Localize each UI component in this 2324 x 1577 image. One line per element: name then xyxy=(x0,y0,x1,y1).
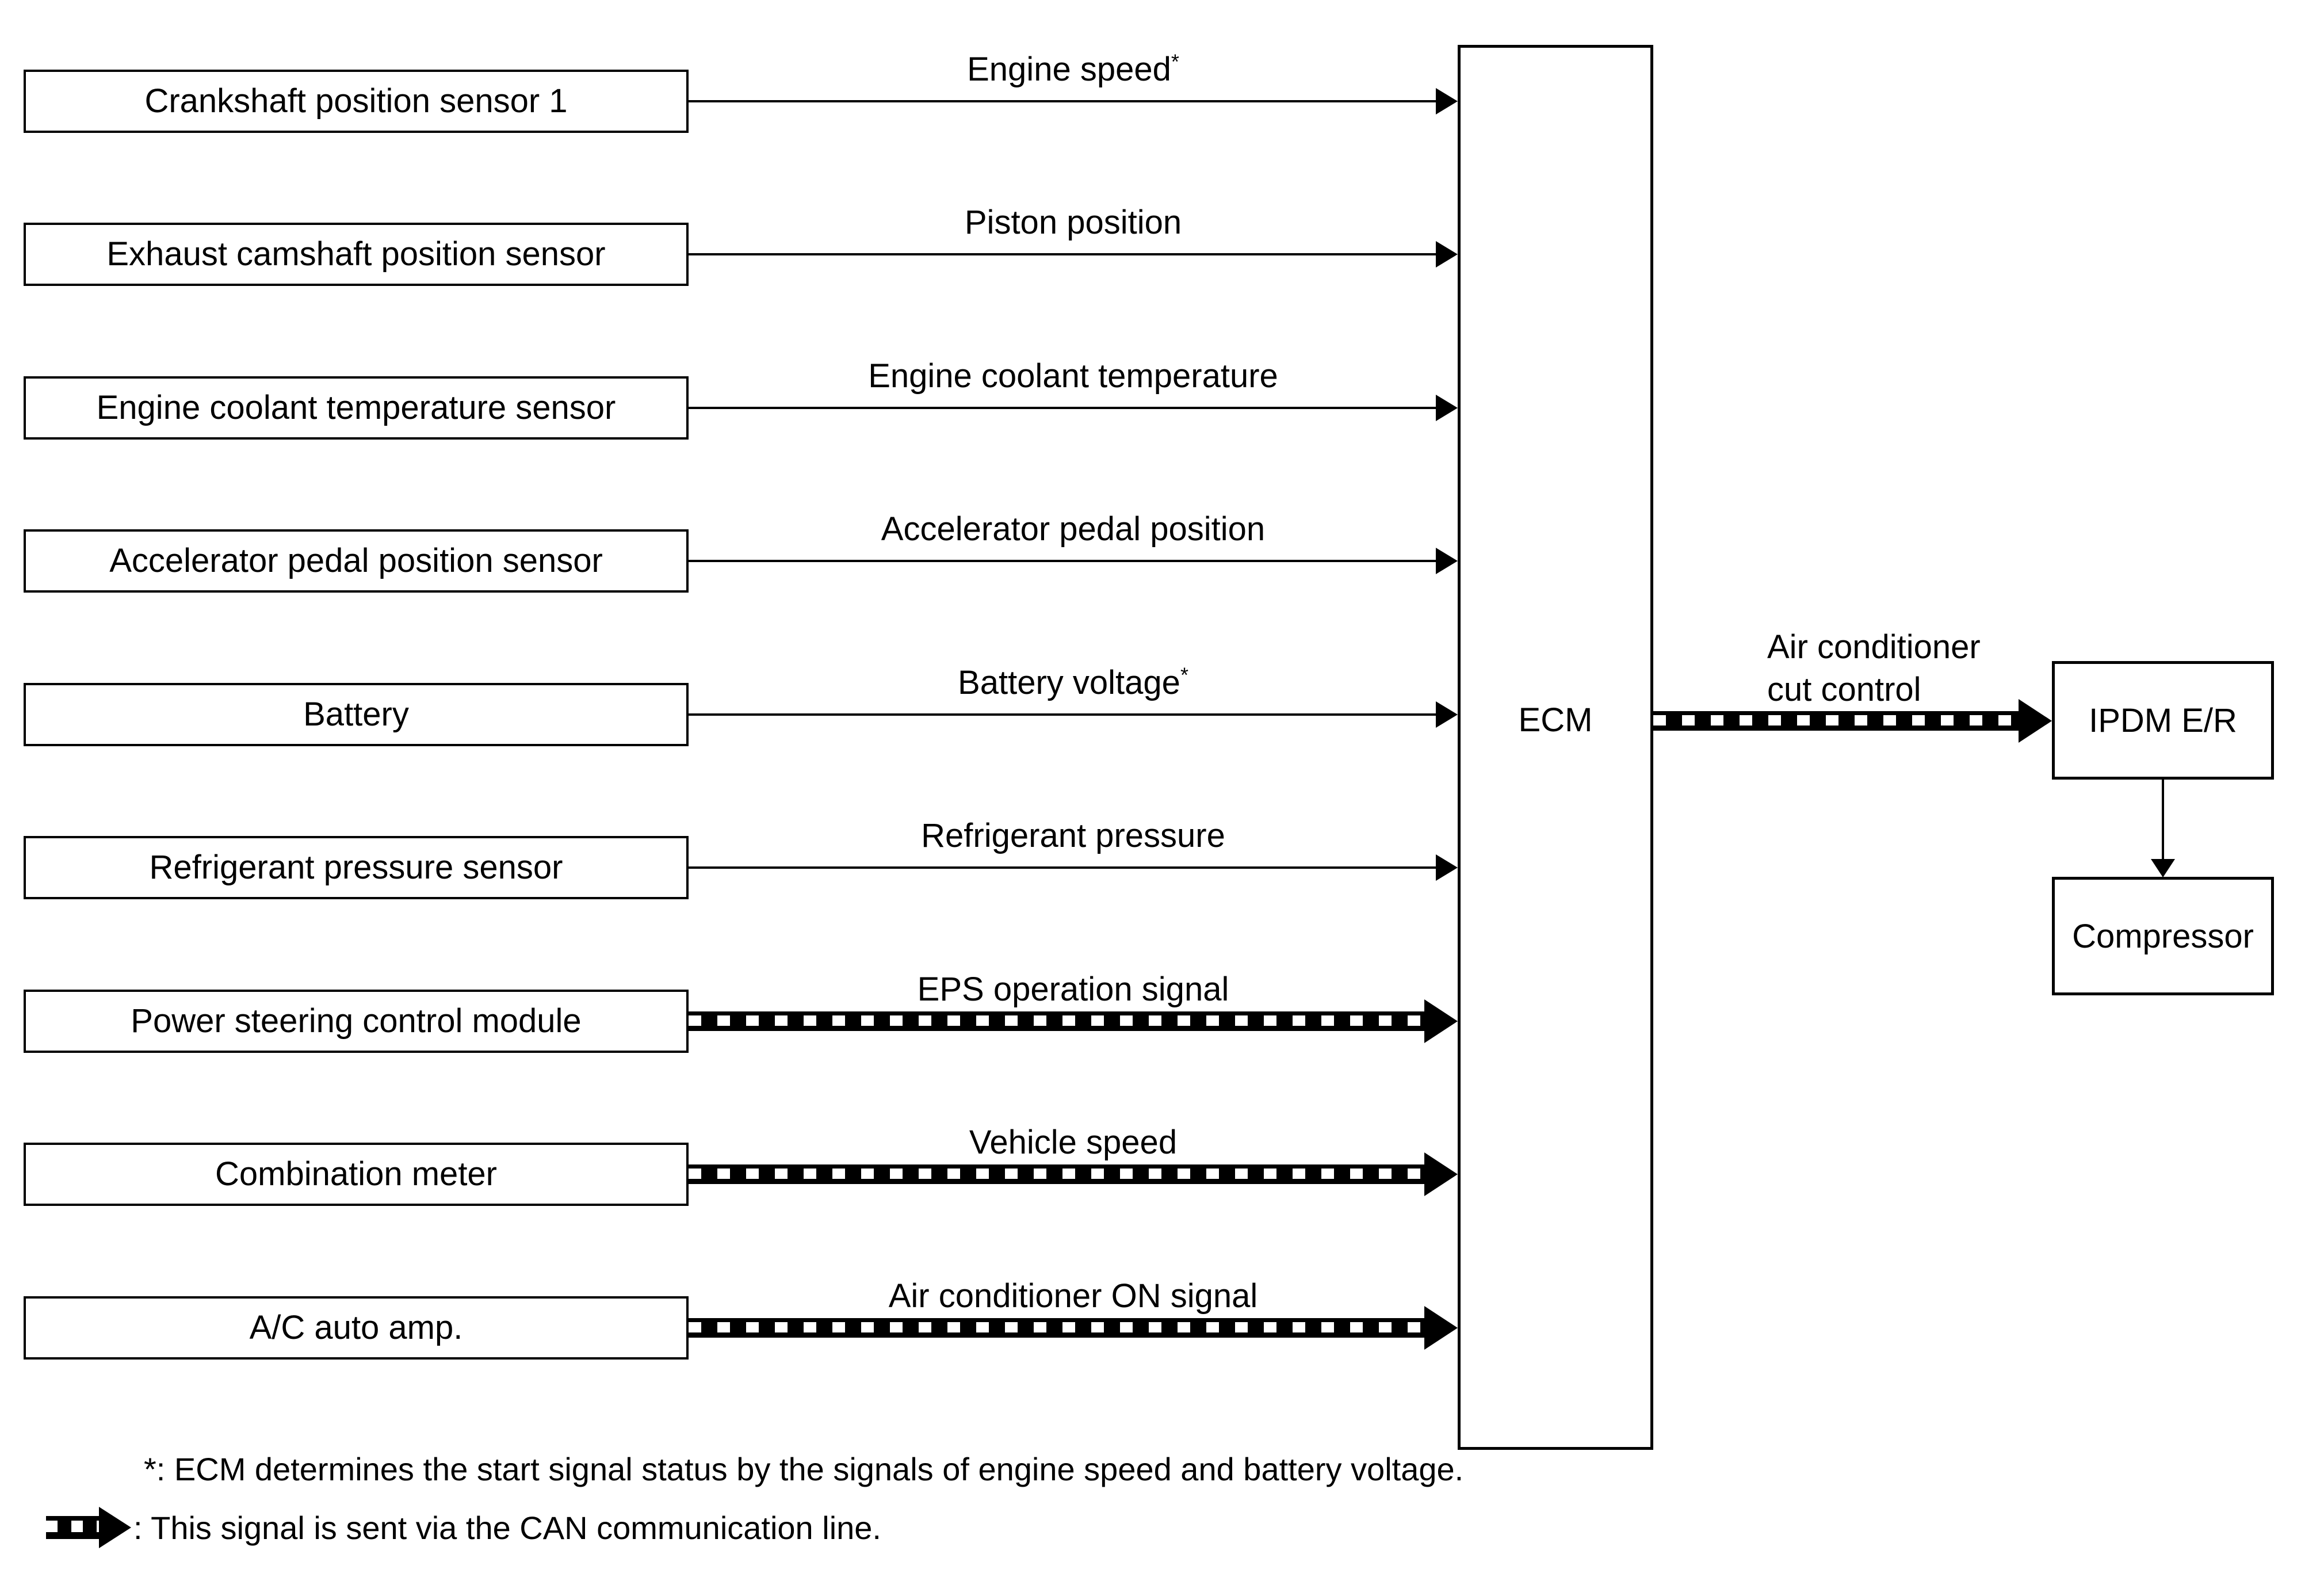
can-arrow-shaft xyxy=(689,1318,1424,1338)
can-arrow-shaft xyxy=(689,1011,1424,1031)
footnote-can-legend: : This signal is sent via the CAN commun… xyxy=(46,1506,881,1549)
arrowhead-icon xyxy=(1424,1306,1458,1350)
asterisk-superscript: * xyxy=(1171,49,1179,74)
signal-label: Battery voltage* xyxy=(958,663,1188,702)
arrowhead-icon xyxy=(1436,88,1458,114)
source-box-label: Exhaust camshaft position sensor xyxy=(106,235,606,273)
source-box: Accelerator pedal position sensor xyxy=(24,529,689,593)
source-box: Exhaust camshaft position sensor xyxy=(24,223,689,286)
source-row: Exhaust camshaft position sensor Piston … xyxy=(0,204,2324,286)
arrow-shaft xyxy=(689,100,1436,102)
source-box-label: Battery xyxy=(303,696,409,733)
ecm-label: ECM xyxy=(1518,701,1593,739)
arrowhead-icon xyxy=(1424,999,1458,1043)
source-box: Power steering control module xyxy=(24,990,689,1053)
source-row: Crankshaft position sensor 1 Engine spee… xyxy=(0,51,2324,133)
source-box: Engine coolant temperature sensor xyxy=(24,376,689,440)
arrow-shaft xyxy=(689,560,1436,562)
compressor-box: Compressor xyxy=(2052,877,2274,995)
arrowhead-icon xyxy=(1436,854,1458,881)
asterisk-superscript: * xyxy=(1180,663,1188,687)
signal-label: Engine speed* xyxy=(967,49,1179,89)
arrow-shaft xyxy=(689,713,1436,716)
signal-label: Refrigerant pressure xyxy=(921,817,1225,855)
source-row: Battery Battery voltage* xyxy=(0,665,2324,746)
source-box: Refrigerant pressure sensor xyxy=(24,836,689,899)
arrowhead-icon xyxy=(1436,241,1458,268)
signal-label: Piston position xyxy=(964,204,1182,242)
signal-label: Accelerator pedal position xyxy=(881,510,1266,548)
arrowhead-icon xyxy=(1436,548,1458,574)
source-box-label: Power steering control module xyxy=(131,1002,582,1040)
signal-label: Engine coolant temperature xyxy=(868,357,1278,395)
arrow-shaft xyxy=(689,866,1436,869)
cut-control-line2: cut control xyxy=(1767,671,1921,708)
can-arrow-shaft xyxy=(1653,711,2019,731)
source-box: A/C auto amp. xyxy=(24,1296,689,1360)
source-box-label: Refrigerant pressure sensor xyxy=(149,849,563,886)
source-row: Power steering control module EPS operat… xyxy=(0,971,2324,1053)
arrowhead-icon xyxy=(1436,701,1458,728)
can-arrow-shaft xyxy=(689,1164,1424,1184)
signal-label: Vehicle speed xyxy=(969,1124,1178,1162)
source-box-label: Engine coolant temperature sensor xyxy=(96,389,616,426)
compressor-label: Compressor xyxy=(2072,917,2254,955)
source-box-label: Accelerator pedal position sensor xyxy=(109,542,603,579)
signal-label: Air conditioner ON signal xyxy=(888,1277,1258,1315)
source-row: Combination meter Vehicle speed xyxy=(0,1124,2324,1206)
source-box: Crankshaft position sensor 1 xyxy=(24,70,689,133)
ipdm-er-box: IPDM E/R xyxy=(2052,661,2274,780)
arrowhead-icon xyxy=(1436,395,1458,421)
source-row: A/C auto amp. Air conditioner ON signal xyxy=(0,1278,2324,1360)
footnote-asterisk: *: ECM determines the start signal statu… xyxy=(144,1451,1464,1487)
cut-control-line1: Air conditioner xyxy=(1767,628,1981,666)
arrowhead-icon xyxy=(2019,699,2052,743)
source-row: Engine coolant temperature sensor Engine… xyxy=(0,358,2324,440)
source-row: Refrigerant pressure sensor Refrigerant … xyxy=(0,818,2324,899)
source-box-label: Combination meter xyxy=(215,1155,497,1193)
signal-label: EPS operation signal xyxy=(917,971,1229,1009)
source-row: Accelerator pedal position sensor Accele… xyxy=(0,511,2324,593)
cut-control-label: Air conditioner cut control xyxy=(1767,626,1981,711)
arrow-shaft xyxy=(689,407,1436,409)
arrowhead-icon xyxy=(1424,1152,1458,1196)
ecm-box: ECM xyxy=(1458,45,1653,1450)
arrow-shaft xyxy=(689,253,1436,255)
source-box-label: A/C auto amp. xyxy=(249,1309,463,1346)
ipdm-er-label: IPDM E/R xyxy=(2089,701,2237,739)
ipdm-to-compressor-line xyxy=(2162,780,2164,860)
can-arrow-icon xyxy=(46,1507,131,1548)
source-box-label: Crankshaft position sensor 1 xyxy=(144,82,568,120)
footnote-can-text: : This signal is sent via the CAN commun… xyxy=(133,1509,881,1546)
down-arrowhead-icon xyxy=(2151,859,2175,877)
source-box: Combination meter xyxy=(24,1143,689,1206)
source-box: Battery xyxy=(24,683,689,746)
